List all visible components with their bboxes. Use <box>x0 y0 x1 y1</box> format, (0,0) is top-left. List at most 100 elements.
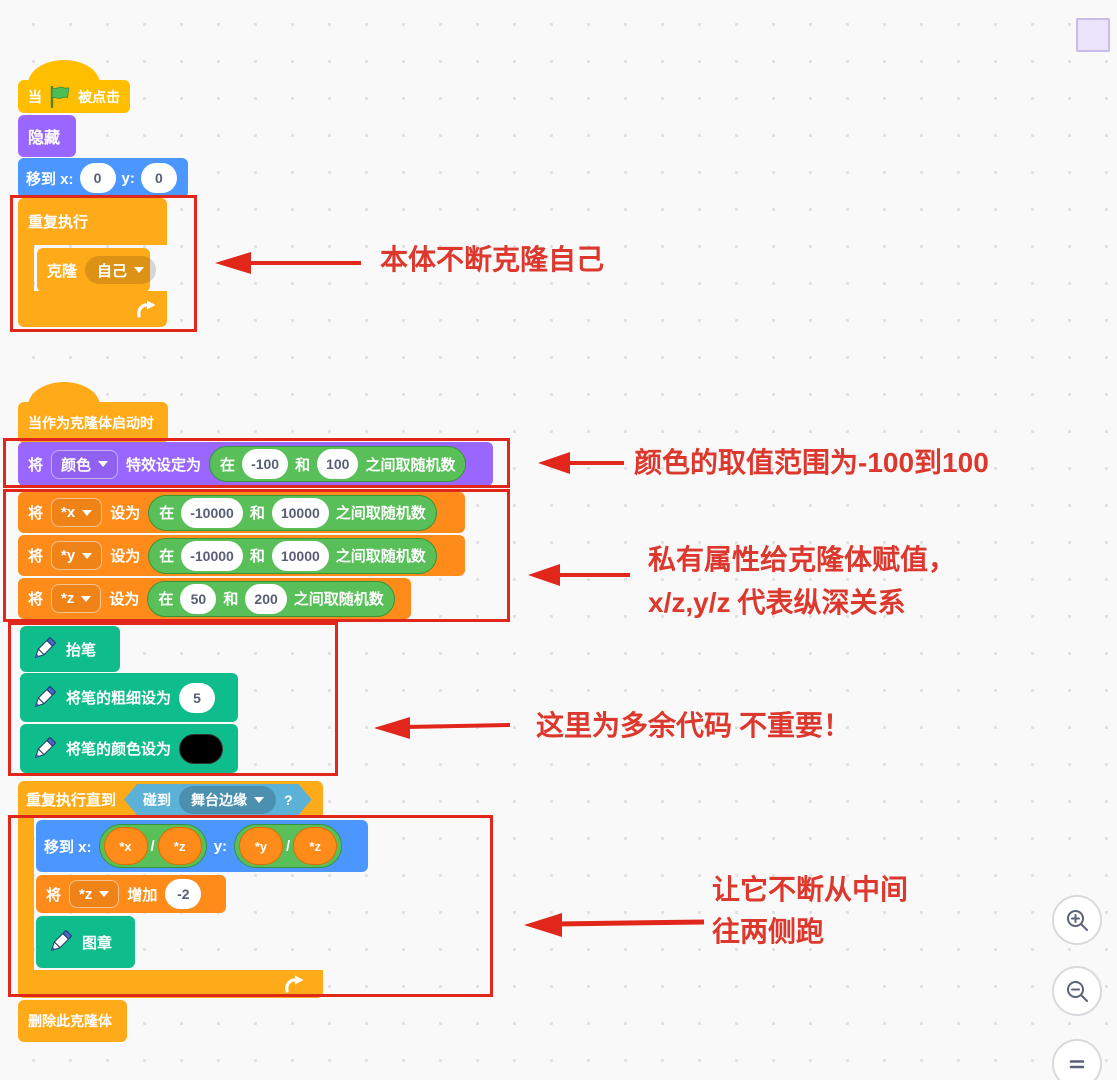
random-suffix-label: 之间取随机数 <box>335 505 426 522</box>
var-x-reporter[interactable]: *x <box>103 827 148 865</box>
repeat-until-spine <box>18 818 34 970</box>
pen-size-block[interactable]: 将笔的粗细设为 5 <box>20 673 238 722</box>
chevron-down-icon <box>81 595 92 602</box>
when-clone-starts-block[interactable]: 当作为克隆体启动时 <box>18 382 168 443</box>
random-max-input[interactable]: 200 <box>245 583 287 614</box>
random-max-input[interactable]: 100 <box>317 449 359 479</box>
random-and-label: 和 <box>249 505 265 522</box>
repeat-until-bottom-bar <box>18 970 323 998</box>
annotation-text-3: 私有属性给克隆体赋值， x/z,y/z 代表纵深关系 <box>648 540 956 625</box>
change-var-z-block[interactable]: 将 *z 增加 -2 <box>36 875 226 913</box>
random-min-input[interactable]: -100 <box>242 449 289 479</box>
divide-reporter-y[interactable]: *y / *z <box>234 824 343 868</box>
set-var-z-block[interactable]: 将 *z 设为 在 50 和 200 之间取随机数 <box>18 578 411 619</box>
goto-y-input[interactable]: 0 <box>140 163 177 193</box>
random-reporter-y[interactable]: 在 -10000 和 10000 之间取随机数 <box>148 537 437 574</box>
green-flag-icon <box>50 85 70 108</box>
delete-clone-label: 删除此克隆体 <box>28 1013 112 1029</box>
annotation-5-line2: 往两侧跑 <box>712 912 908 954</box>
var-z-dropdown[interactable]: *z <box>51 584 102 613</box>
annotation-3-rest: 代表纵深关系 <box>730 588 906 619</box>
pen-size-input[interactable]: 5 <box>179 682 216 713</box>
divide-operator-label: / <box>286 837 291 855</box>
annotation-5-line1-label: 让它不断从中间 <box>712 875 909 906</box>
random-and-label: 和 <box>295 456 311 474</box>
touching-label: 碰到 <box>143 791 172 808</box>
zoom-out-icon <box>1066 980 1088 1002</box>
goto-xy-block[interactable]: 移到 x: 0 y: 0 <box>18 158 188 198</box>
set-to-label: 设为 <box>110 548 141 565</box>
chevron-down-icon <box>98 461 109 467</box>
zoom-reset-button[interactable] <box>1052 1039 1102 1080</box>
divide-reporter-x[interactable]: *x / *z <box>98 824 207 868</box>
random-reporter-color[interactable]: 在 -100 和 100 之间取随机数 <box>209 446 467 482</box>
forever-block[interactable]: 重复执行 <box>18 198 167 327</box>
delete-clone-block[interactable]: 删除此克隆体 <box>18 1000 127 1042</box>
touching-target-dropdown[interactable]: 舞台边缘 <box>179 786 276 814</box>
hide-block[interactable]: 隐藏 <box>18 115 76 157</box>
annotation-rect-vars <box>3 489 510 622</box>
set-var-x-block[interactable]: 将 *x 设为 在 -10000 和 10000 之间取随机数 <box>18 492 465 533</box>
set-var-y-block[interactable]: 将 *y 设为 在 -10000 和 10000 之间取随机数 <box>18 535 465 576</box>
annotation-3-bold: x/z,y/z <box>648 587 731 618</box>
random-reporter-x[interactable]: 在 -10000 和 10000 之间取随机数 <box>148 494 437 531</box>
pen-color-block[interactable]: 将笔的颜色设为 <box>20 724 238 773</box>
chevron-down-icon <box>82 552 93 559</box>
random-max-input[interactable]: 10000 <box>271 497 329 528</box>
zoom-out-button[interactable] <box>1052 966 1102 1016</box>
var-z-reporter[interactable]: *z <box>293 827 338 865</box>
loop-arrow-icon <box>285 975 304 993</box>
set-effect-block[interactable]: 将 颜色 特效设定为 在 -100 和 100 之间取随机数 <box>18 442 493 486</box>
clone-target-dropdown[interactable]: 自己 <box>85 256 157 284</box>
stamp-block[interactable]: 图章 <box>36 916 135 968</box>
goto2-label: 移到 x: <box>44 838 92 856</box>
forever-spine <box>18 245 34 291</box>
change-z-option-label: *z <box>79 885 93 903</box>
annotation-arrow-2 <box>538 452 624 474</box>
var-z-reporter[interactable]: *z <box>157 827 202 865</box>
forever-top-bar: 重复执行 <box>18 198 167 245</box>
goto2-y-label: y: <box>213 837 228 855</box>
random-and-label: 和 <box>249 548 265 565</box>
annotation-2-regular: 颜色的取值范围为 <box>634 448 859 479</box>
pen-icon <box>34 685 56 707</box>
var-x-dropdown[interactable]: *x <box>51 498 103 527</box>
random-min-input[interactable]: -10000 <box>181 540 243 571</box>
effect-option-label: 颜色 <box>61 456 92 474</box>
goto-label: 移到 x: <box>26 170 74 188</box>
workspace-thumbnail-square <box>1076 18 1110 52</box>
annotation-3-line2: x/z,y/z 代表纵深关系 <box>648 582 956 625</box>
clone-label: 克隆 <box>47 262 78 280</box>
annotation-3-line1: 私有属性给克隆体赋值， <box>648 540 956 582</box>
repeat-until-block[interactable]: 重复执行直到 碰到 舞台边缘 ? <box>18 781 323 998</box>
annotation-2-bold: -100到100 <box>858 447 989 478</box>
annotation-rect-move <box>8 815 493 997</box>
create-clone-block[interactable]: 克隆 自己 <box>37 248 157 292</box>
random-min-input[interactable]: 50 <box>180 583 217 614</box>
stamp-label: 图章 <box>82 934 113 952</box>
pen-color-swatch[interactable] <box>179 733 224 764</box>
zoom-in-button[interactable] <box>1052 895 1102 945</box>
set-label: 将 <box>46 886 62 904</box>
effect-dropdown[interactable]: 颜色 <box>51 449 119 479</box>
annotation-rect-pen <box>8 622 338 776</box>
pen-up-block[interactable]: 抬笔 <box>20 626 120 672</box>
set-label: 将 <box>28 505 44 522</box>
change-value-input[interactable]: -2 <box>165 879 202 909</box>
goto-division-block[interactable]: 移到 x: *x / *z y: *y / *z <box>36 820 368 872</box>
random-max-input[interactable]: 10000 <box>271 540 329 571</box>
effect-suffix-label: 特效设定为 <box>126 456 202 474</box>
var-y-dropdown[interactable]: *y <box>51 541 103 570</box>
annotation-5-line2-label: 往两侧跑 <box>712 917 825 948</box>
chevron-down-icon <box>82 509 93 516</box>
when-flag-clicked-block[interactable]: 当 被点击 <box>18 60 130 113</box>
touching-boolean[interactable]: 碰到 舞台边缘 ? <box>124 784 312 815</box>
when-flag-prefix: 当 <box>28 88 42 105</box>
random-min-input[interactable]: -10000 <box>181 497 243 528</box>
goto-x-input[interactable]: 0 <box>79 163 116 193</box>
change-z-dropdown[interactable]: *z <box>69 880 120 908</box>
var-y-reporter[interactable]: *y <box>239 827 284 865</box>
random-reporter-z[interactable]: 在 50 和 200 之间取随机数 <box>147 580 395 617</box>
annotation-text-5: 让它不断从中间 往两侧跑 <box>712 870 908 954</box>
